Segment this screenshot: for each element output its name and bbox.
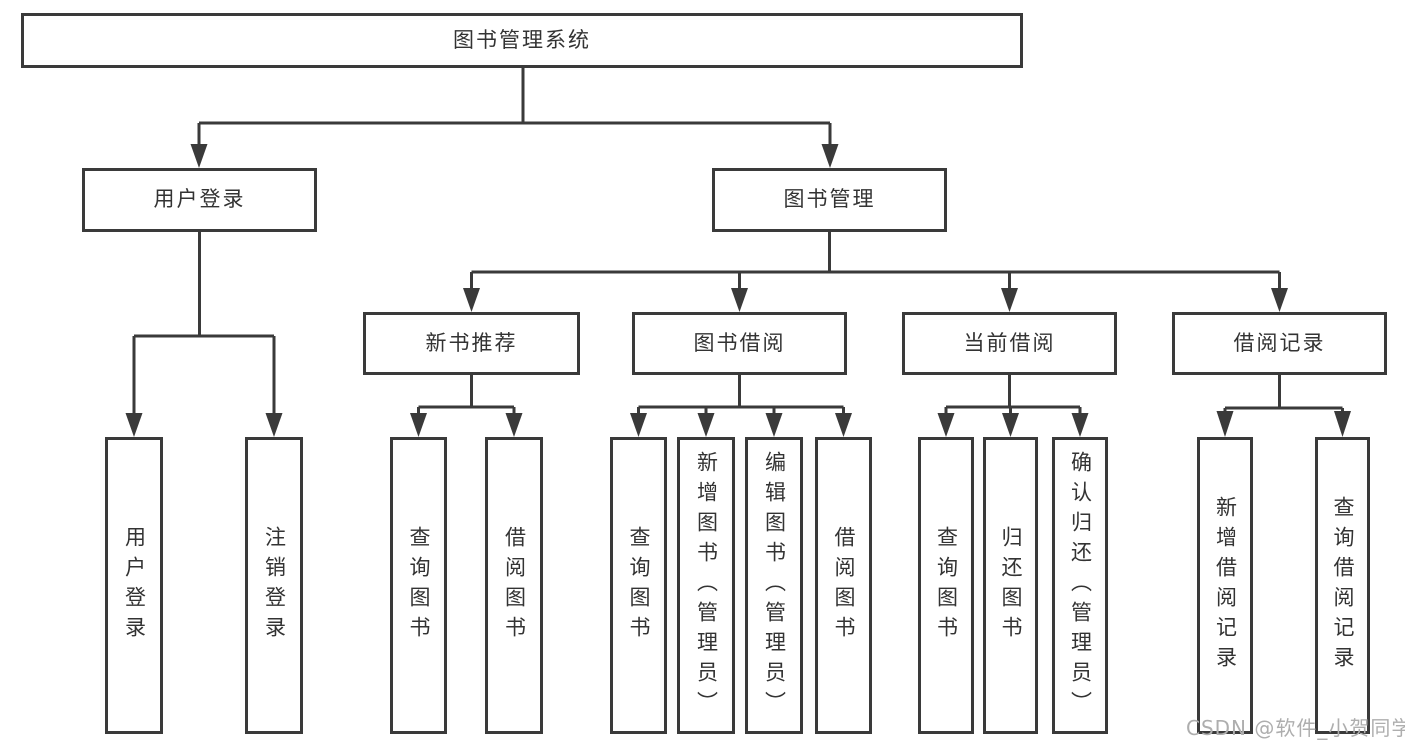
leaf-add-borrow-record: 新增借阅记录 [1197,437,1253,734]
leaf-return-books: 归还图书 [983,437,1038,734]
node-new-book-recommend-label: 新书推荐 [425,330,518,355]
connector-current-borrow [937,375,1089,437]
csdn-watermark: CSDN @软件_小贺同学 [1186,716,1405,740]
arrow-down-icon [265,413,283,437]
arrow-down-icon [835,413,852,437]
arrow-down-icon [697,413,715,437]
node-borrow-records: 借阅记录 [1172,312,1387,375]
node-book-borrow-label: 图书借阅 [693,330,786,355]
node-book-borrow: 图书借阅 [632,312,847,375]
connector-new-book-recommend [410,375,523,437]
node-user-login-label: 用户登录 [153,187,246,212]
node-borrow-records-label: 借阅记录 [1233,330,1326,355]
arrow-down-icon [821,144,839,168]
leaf-query-books-current: 查询图书 [918,437,974,734]
connector-book-borrow [630,375,852,437]
leaf-confirm-return-admin-label: 确认归还（管理员） [1068,450,1093,721]
leaf-user-login: 用户登录 [105,437,163,734]
leaf-borrow-books-recommend: 借阅图书 [485,437,543,734]
arrow-down-icon [1271,288,1288,312]
arrow-down-icon [190,144,208,168]
arrow-down-icon [463,288,480,312]
connector-root [190,68,839,168]
leaf-query-books-recommend: 查询图书 [390,437,447,734]
connector-user-login [125,232,283,437]
node-current-borrow-label: 当前借阅 [963,330,1056,355]
leaf-query-books-borrow-label: 查询图书 [627,525,651,646]
leaf-user-login-label: 用户登录 [122,525,147,646]
leaf-borrow-books-recommend-label: 借阅图书 [502,525,527,646]
node-current-borrow: 当前借阅 [902,312,1117,375]
node-root-label: 图书管理系统 [453,27,591,52]
arrow-down-icon [410,413,427,437]
arrow-down-icon [765,413,783,437]
leaf-query-books-recommend-label: 查询图书 [407,525,431,646]
leaf-add-books-admin: 新增图书（管理员） [677,437,735,734]
arrow-down-icon [731,288,748,312]
leaf-edit-books-admin-label: 编辑图书（管理员） [762,450,787,721]
leaf-logout: 注销登录 [245,437,303,734]
connector-borrow-records [1216,375,1351,437]
arrow-down-icon [1001,288,1018,312]
node-book-management-label: 图书管理 [783,187,876,212]
leaf-query-books-current-label: 查询图书 [934,525,959,646]
leaf-confirm-return-admin: 确认归还（管理员） [1052,437,1108,734]
arrow-down-icon [1071,413,1089,437]
leaf-borrow-books-borrow: 借阅图书 [815,437,872,734]
leaf-edit-books-admin: 编辑图书（管理员） [745,437,803,734]
node-user-login: 用户登录 [82,168,317,232]
arrow-down-icon [125,413,143,437]
leaf-add-borrow-record-label: 新增借阅记录 [1213,495,1238,676]
arrow-down-icon [630,413,647,437]
arrow-down-icon [1334,411,1351,437]
connector-book-management [463,232,1288,312]
leaf-borrow-books-borrow-label: 借阅图书 [832,525,856,646]
leaf-query-borrow-record-label: 查询借阅记录 [1331,495,1355,676]
arrow-down-icon [1216,411,1234,437]
leaf-logout-label: 注销登录 [262,525,287,646]
node-book-management: 图书管理 [712,168,947,232]
node-root: 图书管理系统 [21,13,1023,68]
leaf-query-borrow-record: 查询借阅记录 [1315,437,1370,734]
arrow-down-icon [505,413,523,437]
leaf-return-books-label: 归还图书 [999,525,1023,646]
arrow-down-icon [1002,413,1019,437]
node-new-book-recommend: 新书推荐 [363,312,580,375]
leaf-query-books-borrow: 查询图书 [610,437,667,734]
leaf-add-books-admin-label: 新增图书（管理员） [694,450,719,721]
arrow-down-icon [937,413,955,437]
